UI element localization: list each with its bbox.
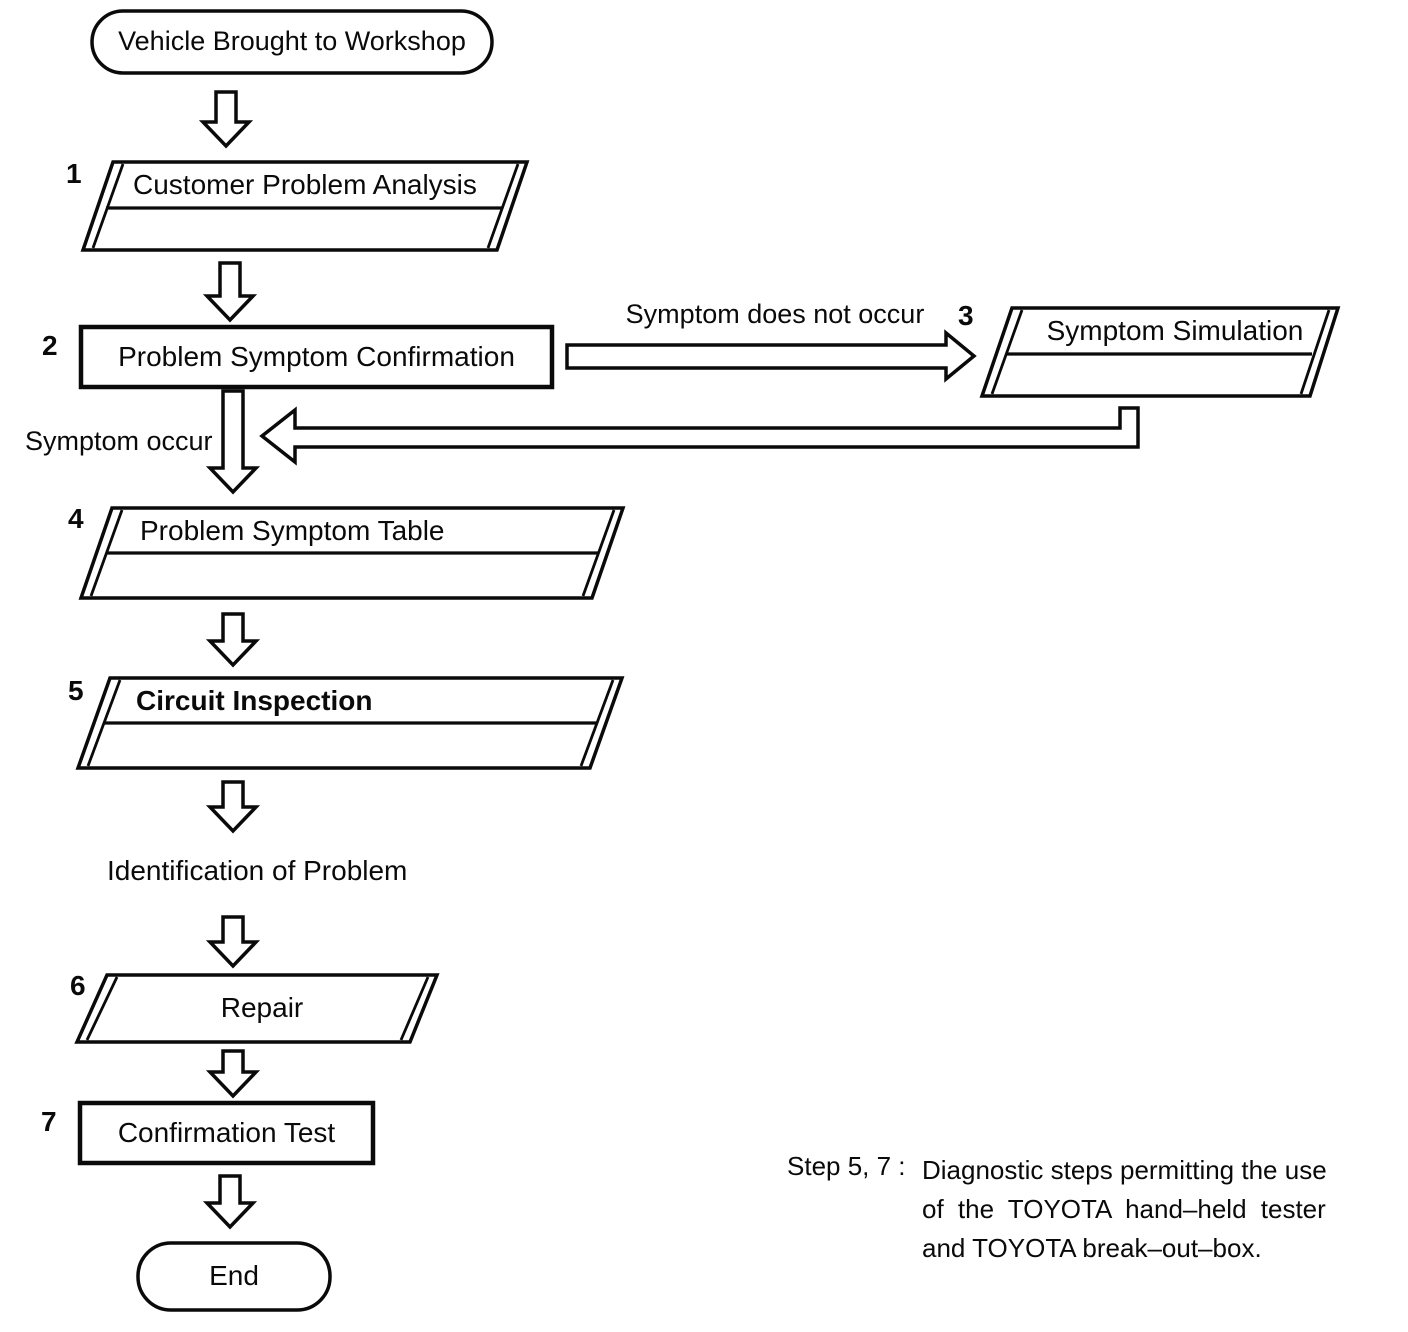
note-body: Diagnostic steps permitting the use of t… [922,1151,1404,1268]
down-arrow-6 [205,915,261,969]
note-line-3: and TOYOTA break–out–box. [922,1233,1262,1263]
down-arrow-2 [202,261,258,323]
step3-label: Symptom Simulation [1046,315,1304,347]
edge-label-symptom-occur: Symptom occur [25,426,213,457]
step2-number: 2 [42,330,58,361]
note-prefix: Step 5, 7 : [787,1151,906,1181]
right-arrow-symptom-does-not-occur [565,329,977,383]
down-arrow-8 [202,1174,258,1230]
step4-label: Problem Symptom Table [140,514,445,546]
note-line-1: Diagnostic steps permitting the use [922,1155,1327,1185]
step2-label: Problem Symptom Confirmation [118,340,515,372]
step5-number: 5 [68,675,84,706]
step1-label: Customer Problem Analysis [133,169,477,201]
down-arrow-4 [205,612,261,668]
start-terminator-label: Vehicle Brought to Workshop [118,26,466,57]
step4-number: 4 [68,503,84,534]
step3-number: 3 [958,300,974,331]
down-arrow-5 [205,780,261,834]
step7-number: 7 [41,1106,57,1137]
step2-shape [78,324,555,390]
label-identification-of-problem: Identification of Problem [107,854,408,886]
step1-shape [80,160,530,252]
step6-label: Repair [220,991,304,1023]
edge-label-symptom-does-not-occur: Symptom does not occur [625,299,925,330]
end-terminator-label: End [209,1260,259,1292]
step6-number: 6 [70,970,86,1001]
step3-shape [979,306,1341,398]
step5-shape [75,676,625,770]
step5-label: Circuit Inspection [136,684,373,716]
note-line-2: of the TOYOTA hand–held tester [922,1194,1326,1224]
step1-number: 1 [66,158,82,189]
end-terminator-shape [136,1241,332,1312]
step7-label: Confirmation Test [117,1116,336,1148]
step7-shape [77,1100,376,1166]
step4-shape [78,506,626,600]
down-arrow-1 [198,90,254,149]
return-arrow-from-step3 [259,406,1140,466]
down-arrow-3 [205,389,261,495]
down-arrow-7 [205,1049,261,1099]
start-terminator-shape [90,9,494,75]
step6-shape [74,973,440,1044]
